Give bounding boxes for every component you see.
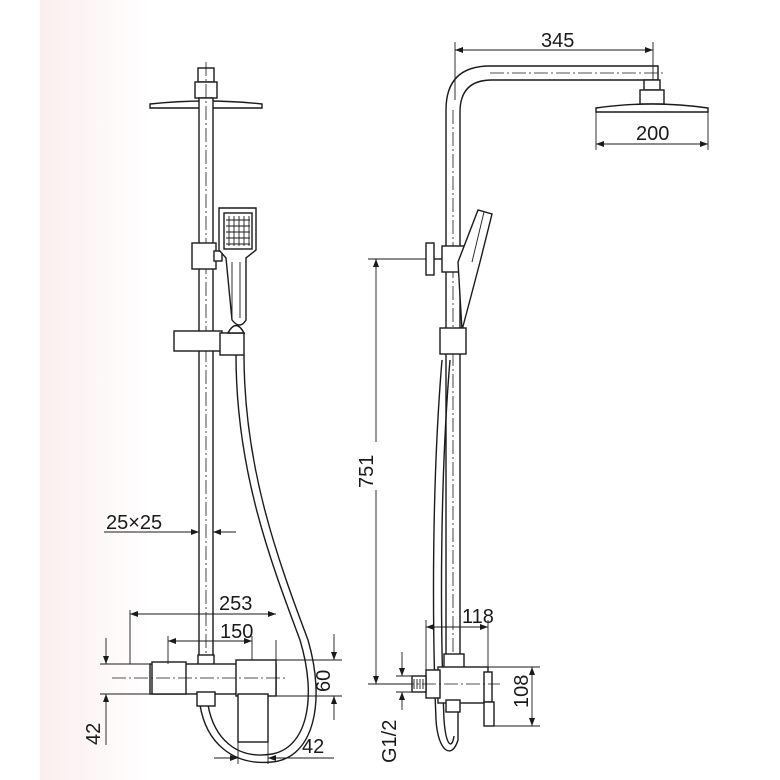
dim-outlet-offset: 42 xyxy=(302,736,324,758)
dim-center-spacing: 150 xyxy=(220,621,253,643)
dim-height: 751 xyxy=(356,455,378,488)
mixer-body-side xyxy=(400,653,500,727)
hand-shower-holder-side xyxy=(439,327,467,355)
rain-shower-head-side xyxy=(595,79,709,113)
dim-tube-section: 25×25 xyxy=(106,512,162,534)
hand-shower-side xyxy=(457,209,493,331)
hand-shower-holder-front xyxy=(173,324,246,356)
wall-shading xyxy=(40,0,150,780)
slider-bracket-upper xyxy=(191,242,217,270)
hand-shower-front xyxy=(218,207,257,326)
mixer-body-front xyxy=(112,654,285,743)
dim-inlet-offset: 42 xyxy=(83,723,105,745)
dim-mixer-body: 108 xyxy=(511,675,533,708)
front-view xyxy=(112,62,317,764)
side-view xyxy=(400,65,709,752)
dim-arm-reach: 345 xyxy=(541,30,574,52)
dim-mixer-depth: 118 xyxy=(462,606,494,628)
dim-head-diameter: 200 xyxy=(636,123,669,145)
dim-mixer-height: 60 xyxy=(313,670,335,692)
dim-thread-size: G1/2 xyxy=(379,720,401,763)
shower-hose-side xyxy=(432,359,459,752)
riser-and-arm-side xyxy=(445,65,659,670)
dim-overall-width: 253 xyxy=(219,593,252,615)
side-view-dimensions: 345 200 751 118 108 xyxy=(356,30,709,763)
front-view-dimensions: 25×25 253 150 60 42 xyxy=(83,512,342,764)
